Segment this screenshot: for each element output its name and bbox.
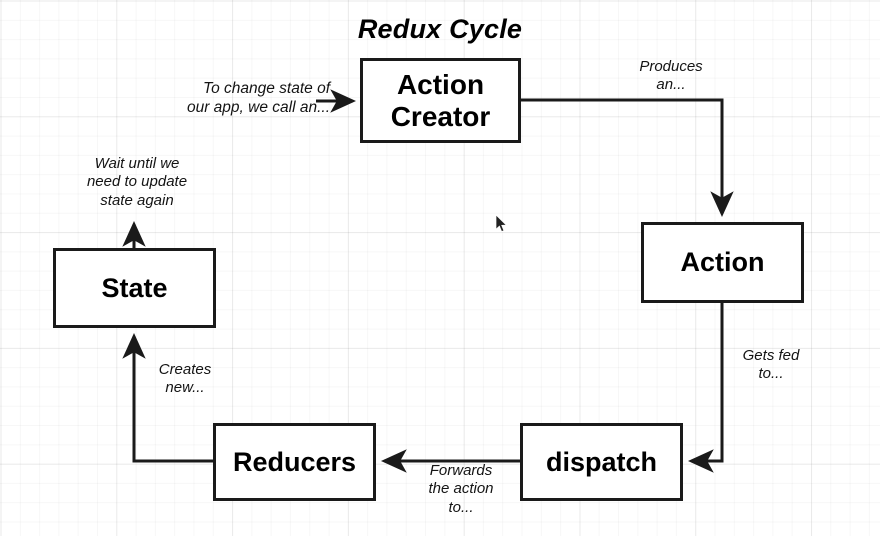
node-state[interactable]: State — [53, 248, 216, 328]
node-action-creator-label: Action Creator — [390, 69, 491, 132]
node-action-creator[interactable]: Action Creator — [360, 58, 521, 143]
edge-label-produces: Produces an... — [639, 58, 703, 94]
page-title: Redux Cycle — [357, 14, 523, 44]
node-reducers[interactable]: Reducers — [213, 423, 376, 501]
edge-label-wait: Wait until we need to update state again — [86, 155, 188, 209]
edge-label-forwards: Forwards the action to... — [428, 462, 494, 516]
mouse-pointer-icon — [495, 214, 508, 233]
edge-label-gets-fed: Gets fed to... — [742, 347, 800, 383]
edge-label-call: To change state of our app, we call an..… — [186, 80, 330, 116]
node-dispatch[interactable]: dispatch — [520, 423, 683, 501]
connector-action-creator-to-action — [521, 98, 734, 218]
node-dispatch-label: dispatch — [545, 446, 658, 477]
node-state-label: State — [101, 272, 168, 303]
edge-label-creates: Creates new... — [158, 361, 212, 397]
node-reducers-label: Reducers — [232, 446, 357, 477]
node-action-label: Action — [680, 247, 765, 278]
connector-reducers-to-state — [122, 332, 213, 463]
node-action[interactable]: Action — [641, 222, 804, 303]
